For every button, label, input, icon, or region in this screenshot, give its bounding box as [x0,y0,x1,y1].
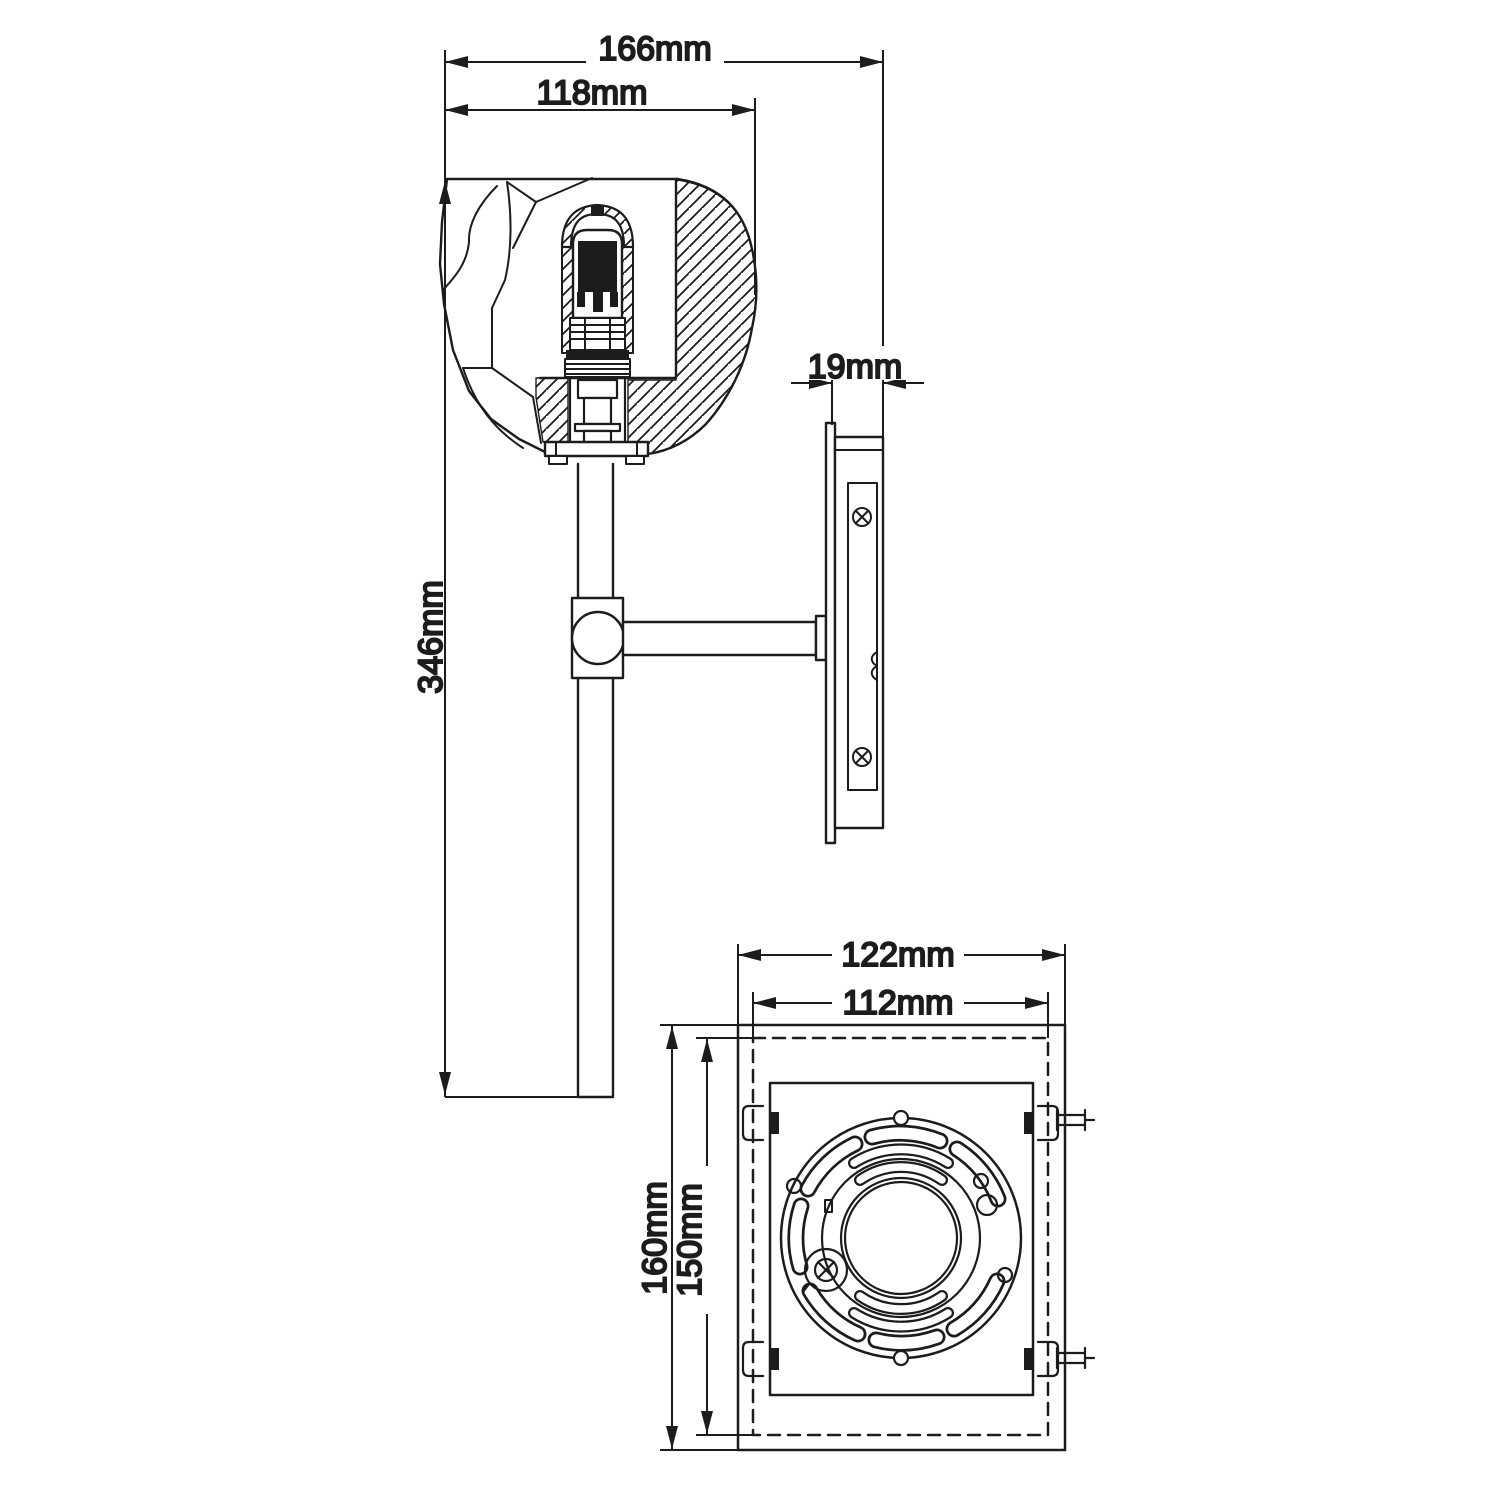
ring-tab-left [824,1199,833,1213]
g9-pin-left [577,292,585,307]
mounting-screw-lower-icon [852,747,872,767]
shade-cut-hatch-left [535,377,569,443]
mounting-screw-top [1055,1108,1096,1132]
stem [576,462,615,1099]
ring-notch-bottom [892,1349,910,1367]
ring-keyhole-right [975,1193,999,1217]
dim-overall-height-label: 346mm [412,580,450,693]
mounting-screw-upper-icon [852,507,872,527]
ring-hole-left [785,1177,803,1195]
mounting-box-inner [847,482,878,791]
dim-shade-width-label: 118mm [537,74,648,112]
socket-flange [564,358,631,378]
ring-mid-slots [848,1143,954,1333]
mounting-ring [779,1109,1023,1367]
socket-rings [569,317,626,351]
dim-backplate-height: 160mm [635,1025,678,1450]
backplate-clips [741,1104,1060,1378]
cable-squiggle [870,651,878,681]
backplate-cutout-dashed [751,1036,1050,1437]
g9-bulb-assembly [543,203,650,465]
mounting-box-profile [833,435,885,830]
dim-backplate-width-label: 122mm [841,936,954,974]
dim-overall-width: 166mm [445,29,883,69]
ring-hole-top-right [972,1172,990,1190]
socket-collar-band [566,350,629,359]
ring-hole-bottom-right [996,1266,1014,1284]
dim-wall-plate-depth-label: 19mm [808,348,902,386]
ring-outer-slots [787,1124,1007,1352]
ext-lines-back-view [660,944,1066,1451]
swivel-joint [570,596,626,680]
dim-overall-height: 346mm [411,181,451,1095]
side-view-dimensions: 166mm 118mm 346mm 19mm [411,29,924,1098]
shade-cut-hatch-right [627,179,758,455]
ring-screw-icon [801,1247,849,1294]
g9-filament-block [578,241,617,292]
dim-backplate-cutout-width-label: 112mm [843,984,954,1022]
dim-backplate-height-label: 160mm [636,1181,674,1294]
shade-facet-lines [442,177,593,449]
mounting-screw-bottom [1055,1346,1096,1370]
side-view [438,177,885,1099]
g9-pin-right [610,292,618,307]
shade-bottom-cap [543,440,650,465]
shade-cross-section [438,177,758,456]
dim-backplate-cutout-height: 150mm [670,1038,713,1435]
wall-plate-side [824,421,885,845]
dim-backplate-cutout-width: 112mm [753,983,1048,1023]
wall-arm [621,614,828,662]
shade-outline-left [438,177,547,454]
junction-box [768,1081,1035,1397]
dim-backplate-cutout-height-label: 150mm [671,1183,709,1296]
dim-overall-width-label: 166mm [598,30,711,68]
back-view [736,1023,1096,1452]
dim-backplate-width: 122mm [738,935,1065,975]
g9-pin-center [593,292,603,312]
backplate-profile [824,421,837,845]
dim-shade-width: 118mm [445,73,755,116]
dim-wall-plate-depth: 19mm [791,346,924,389]
ring-notch-top [892,1109,910,1127]
shade-outline-right [646,177,758,456]
dome-apex-notch [591,206,604,216]
back-view-dimensions: 122mm 112mm 160mm 150mm [635,935,1066,1451]
backplate-outline [736,1023,1067,1452]
